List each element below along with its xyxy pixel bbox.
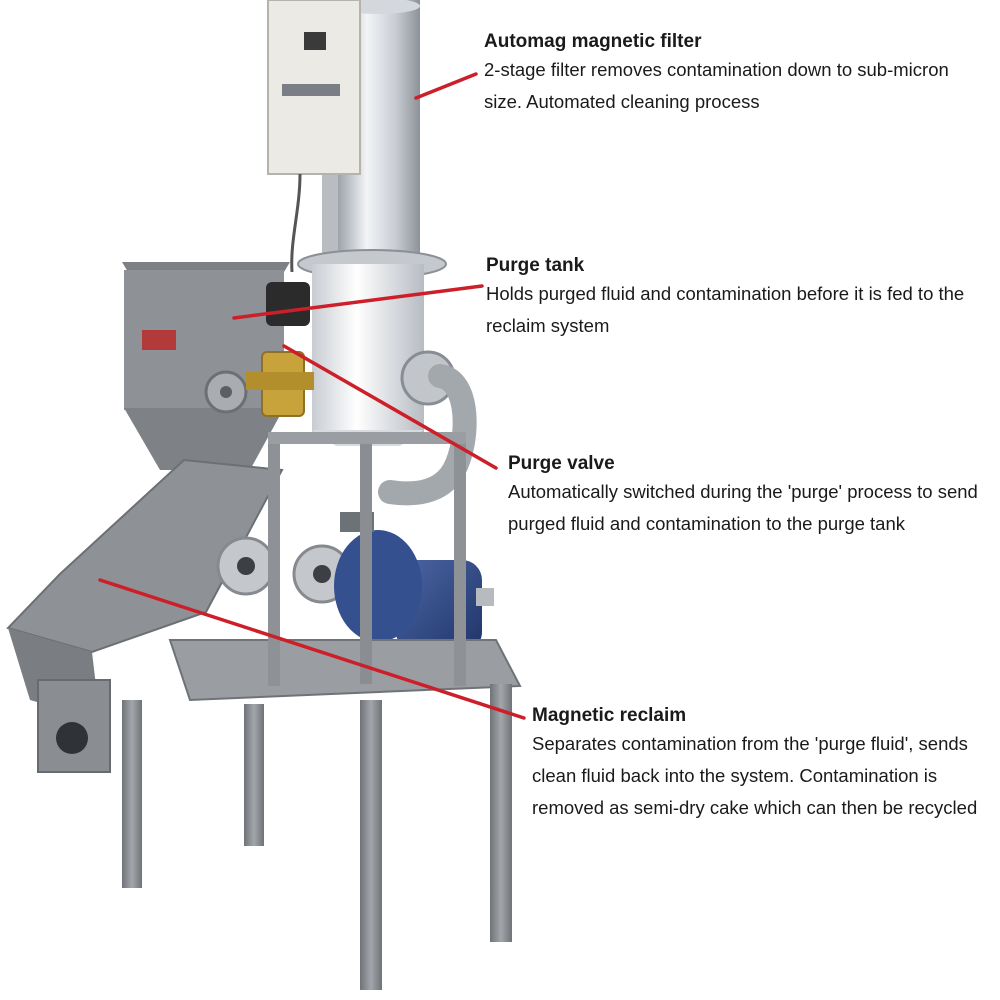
stand-leg-2 <box>244 704 264 846</box>
callout-title: Purge valve <box>508 453 615 474</box>
control-cable <box>290 173 302 273</box>
stand-upper-frame-mid <box>360 444 372 684</box>
stand-leg-4 <box>490 684 512 942</box>
stand-leg-3 <box>360 700 382 990</box>
reclaim-flange-left-bore <box>237 557 255 575</box>
callout-title: Purge tank <box>486 255 585 276</box>
purge-tank-top <box>122 262 290 272</box>
purge-tank-badge <box>142 330 176 350</box>
callout-magnetic-reclaim: Magnetic reclaim Separates contamination… <box>532 704 992 824</box>
callout-description: Holds purged fluid and contamination bef… <box>486 283 965 336</box>
leader-line-magnetic-reclaim <box>98 578 526 720</box>
stand-table-top <box>168 639 522 702</box>
callout-title: Automag magnetic filter <box>484 31 702 52</box>
leader-line-purge-valve <box>282 344 498 470</box>
filter-support-rod <box>322 168 338 268</box>
control-box-screen <box>304 32 326 50</box>
callout-purge-tank: Purge tank Holds purged fluid and contam… <box>486 254 986 342</box>
stand-upper-frame-right <box>454 436 466 686</box>
purge-valve <box>246 282 314 417</box>
control-box-label <box>282 84 340 96</box>
callout-description: Separates contamination from the 'purge … <box>532 733 978 818</box>
stand-upper-frame-top <box>268 432 466 444</box>
callout-title: Magnetic reclaim <box>532 705 687 726</box>
pump-side-fitting <box>476 588 494 606</box>
reclaim-outlet <box>56 722 88 754</box>
reclaim-flange-mid-bore <box>313 565 331 583</box>
callout-purge-valve: Purge valve Automatically switched durin… <box>508 452 978 540</box>
stand-frame <box>122 432 522 990</box>
purge-tank-port-bolt <box>220 386 232 398</box>
stand-upper-frame-left <box>268 436 280 686</box>
magnetic-reclaim <box>6 458 352 773</box>
leader-line-filter <box>414 72 478 100</box>
callout-automag-filter: Automag magnetic filter 2-stage filter r… <box>484 30 984 118</box>
valve-actuator <box>266 282 310 326</box>
leader-line-purge-tank <box>232 284 484 320</box>
pump <box>334 512 494 652</box>
callout-description: Automatically switched during the 'purge… <box>508 481 978 534</box>
filter-cylinder-lower <box>312 264 424 436</box>
callout-description: 2-stage filter removes contamination dow… <box>484 59 949 112</box>
valve-pipe <box>246 372 314 390</box>
pump-housing <box>334 530 422 642</box>
stand-leg-1 <box>122 700 142 888</box>
leader-lines <box>98 72 526 720</box>
purge-tank-hopper <box>124 408 284 470</box>
